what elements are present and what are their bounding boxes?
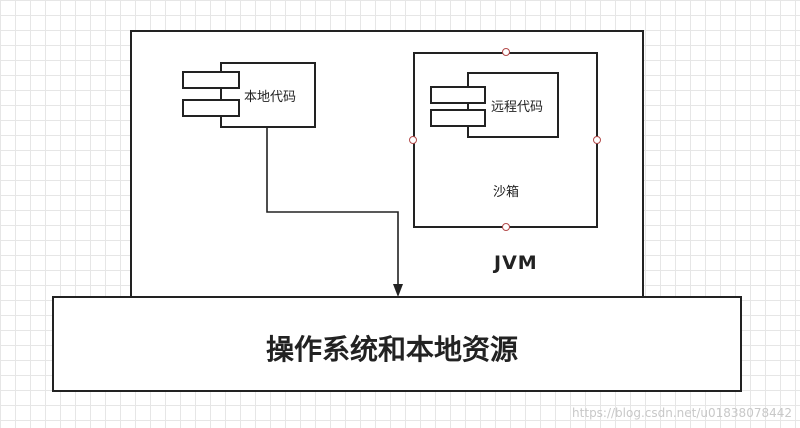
remote-code-component-tab-bottom	[430, 109, 486, 127]
sandbox-handle-bottom	[502, 223, 510, 231]
arrow-head	[393, 284, 403, 297]
os-resources-box	[52, 296, 742, 392]
local-code-component-tab-bottom	[182, 99, 240, 117]
local-code-component-tab-top	[182, 71, 240, 89]
watermark: https://blog.csdn.net/u01838078442	[572, 406, 792, 420]
jvm-label: JVM	[494, 252, 538, 274]
remote-code-component	[467, 72, 559, 138]
sandbox-handle-right	[593, 136, 601, 144]
sandbox-handle-top	[502, 48, 510, 56]
sandbox-handle-left	[409, 136, 417, 144]
sandbox-label: 沙箱	[493, 185, 520, 200]
os-resources-label: 操作系统和本地资源	[266, 333, 519, 366]
local-code-label: 本地代码	[244, 90, 297, 105]
remote-code-label: 远程代码	[491, 100, 544, 115]
remote-code-component-tab-top	[430, 86, 486, 104]
